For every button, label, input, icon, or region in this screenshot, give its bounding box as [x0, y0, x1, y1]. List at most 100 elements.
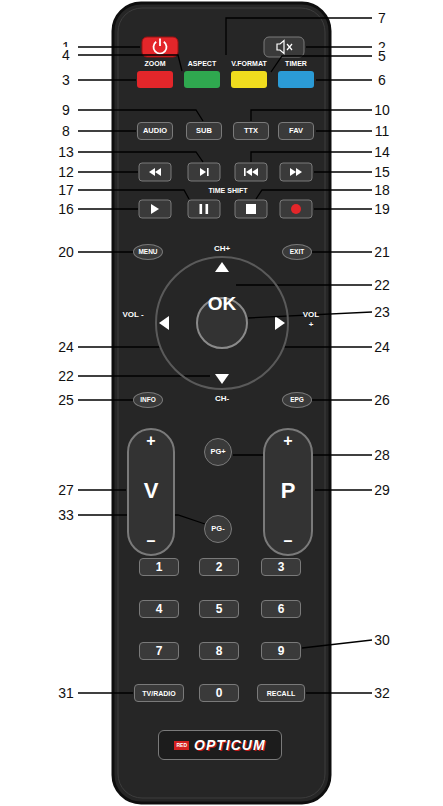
callout-number: 5 [377, 48, 387, 64]
ok-button: OK [196, 297, 248, 349]
green-key: ASPECT [180, 59, 224, 89]
number-key: 9 [261, 642, 301, 660]
callout-number: 9 [61, 102, 71, 118]
remote-body [113, 3, 330, 803]
button-label: 9 [278, 645, 285, 657]
callout-number: 26 [373, 392, 391, 408]
power-icon [159, 39, 161, 47]
number-key: 4 [139, 600, 179, 618]
number-key: 6 [261, 600, 301, 618]
number-key: 1 [139, 558, 179, 576]
button-label: 5 [216, 603, 223, 615]
brand-plate: RED OPTICUM [158, 730, 282, 760]
callout-number: 6 [377, 72, 387, 88]
button-label: ZOOM [145, 59, 166, 68]
button-label: RED [174, 741, 189, 750]
volume-rocker: + V – [127, 428, 175, 556]
button-label: 8 [216, 645, 223, 657]
nav-arrows [159, 262, 285, 384]
button-label: INFO [140, 397, 156, 404]
nav-ring: CH+VOL -VOL +CH-OK [122, 244, 322, 404]
callout-number: 22 [373, 277, 391, 293]
callout-number: 16 [57, 201, 75, 217]
number-key: 5 [199, 600, 239, 618]
button-label: CH- [215, 394, 229, 404]
button-label: + [146, 432, 155, 450]
callout-number: 18 [373, 182, 391, 198]
callout-number: 7 [377, 10, 387, 26]
body-edge [118, 8, 325, 798]
button-label: 6 [278, 603, 285, 615]
callout-number: 30 [373, 632, 391, 648]
button-label: – [147, 532, 156, 550]
button-label: VOL + [300, 310, 322, 330]
callout-number: 4 [61, 47, 71, 63]
oval-button: EPG [282, 392, 312, 408]
button-group-label: TIME SHIFT [209, 187, 248, 195]
transport-icons [149, 168, 302, 214]
button-label: OPTICUM [194, 737, 266, 753]
callout-number: 31 [57, 685, 75, 701]
power-button [142, 37, 178, 57]
function-button: FAV [278, 122, 314, 140]
button-label: V [144, 479, 159, 503]
callout-number: 29 [373, 482, 391, 498]
callout-number: 32 [373, 685, 391, 701]
mute-icon [277, 41, 284, 54]
nav-ring-outline [156, 257, 288, 389]
button-label: PG+ [210, 448, 225, 456]
number-key: 7 [139, 642, 179, 660]
callout-number: 12 [57, 164, 75, 180]
red-key: ZOOM [133, 59, 177, 89]
mute-button [264, 37, 304, 57]
oval-button: MENU [133, 244, 163, 260]
button-label: PG- [211, 525, 224, 533]
function-button: TTX [233, 122, 269, 140]
color-key-face [278, 71, 314, 88]
button-label: 3 [278, 561, 285, 573]
button-label: TTX [244, 127, 258, 135]
button-label: + [283, 432, 292, 450]
button-label: 1 [156, 561, 163, 573]
button-label: TIMER [285, 59, 307, 68]
callout-number: 27 [57, 482, 75, 498]
number-key: 8 [199, 642, 239, 660]
number-key: 2 [199, 558, 239, 576]
button-label: V.FORMAT [231, 59, 266, 68]
callout-number: 17 [57, 182, 75, 198]
button-label: AUDIO [143, 127, 167, 135]
button-label: EXIT [290, 249, 304, 256]
blue-key: TIMER [274, 59, 318, 89]
callout-number: 8 [61, 123, 71, 139]
button-label: TV/RADIO [142, 690, 175, 697]
function-button: SUB [186, 122, 222, 140]
page-button: PG+ [204, 438, 232, 466]
mode-key: TV/RADIO [134, 684, 184, 702]
callout-number: 21 [373, 244, 391, 260]
button-label: – [284, 532, 293, 550]
callout-number: 15 [373, 164, 391, 180]
mute-icon [287, 44, 292, 50]
callout-number: 22 [57, 368, 75, 384]
button-label: P [281, 479, 296, 503]
button-label: FAV [289, 127, 303, 135]
callout-number: 13 [57, 144, 75, 160]
oval-button: INFO [133, 392, 163, 408]
button-label: 2 [216, 561, 223, 573]
color-key-face [184, 71, 220, 88]
button-label: RECALL [267, 690, 295, 697]
button-label: CH+ [214, 244, 230, 254]
callout-number: 28 [373, 447, 391, 463]
callout-number: 33 [57, 507, 75, 523]
number-key: 3 [261, 558, 301, 576]
callout-number: 3 [61, 72, 71, 88]
callout-number: 14 [373, 144, 391, 160]
callout-number: 19 [373, 201, 391, 217]
button-label: EPG [290, 397, 304, 404]
button-label: ASPECT [188, 59, 216, 68]
callout-number: 25 [57, 392, 75, 408]
recall-key: RECALL [257, 684, 305, 702]
callout-number: 11 [374, 123, 391, 139]
oval-button: EXIT [282, 244, 312, 260]
callout-number: 10 [373, 102, 391, 118]
